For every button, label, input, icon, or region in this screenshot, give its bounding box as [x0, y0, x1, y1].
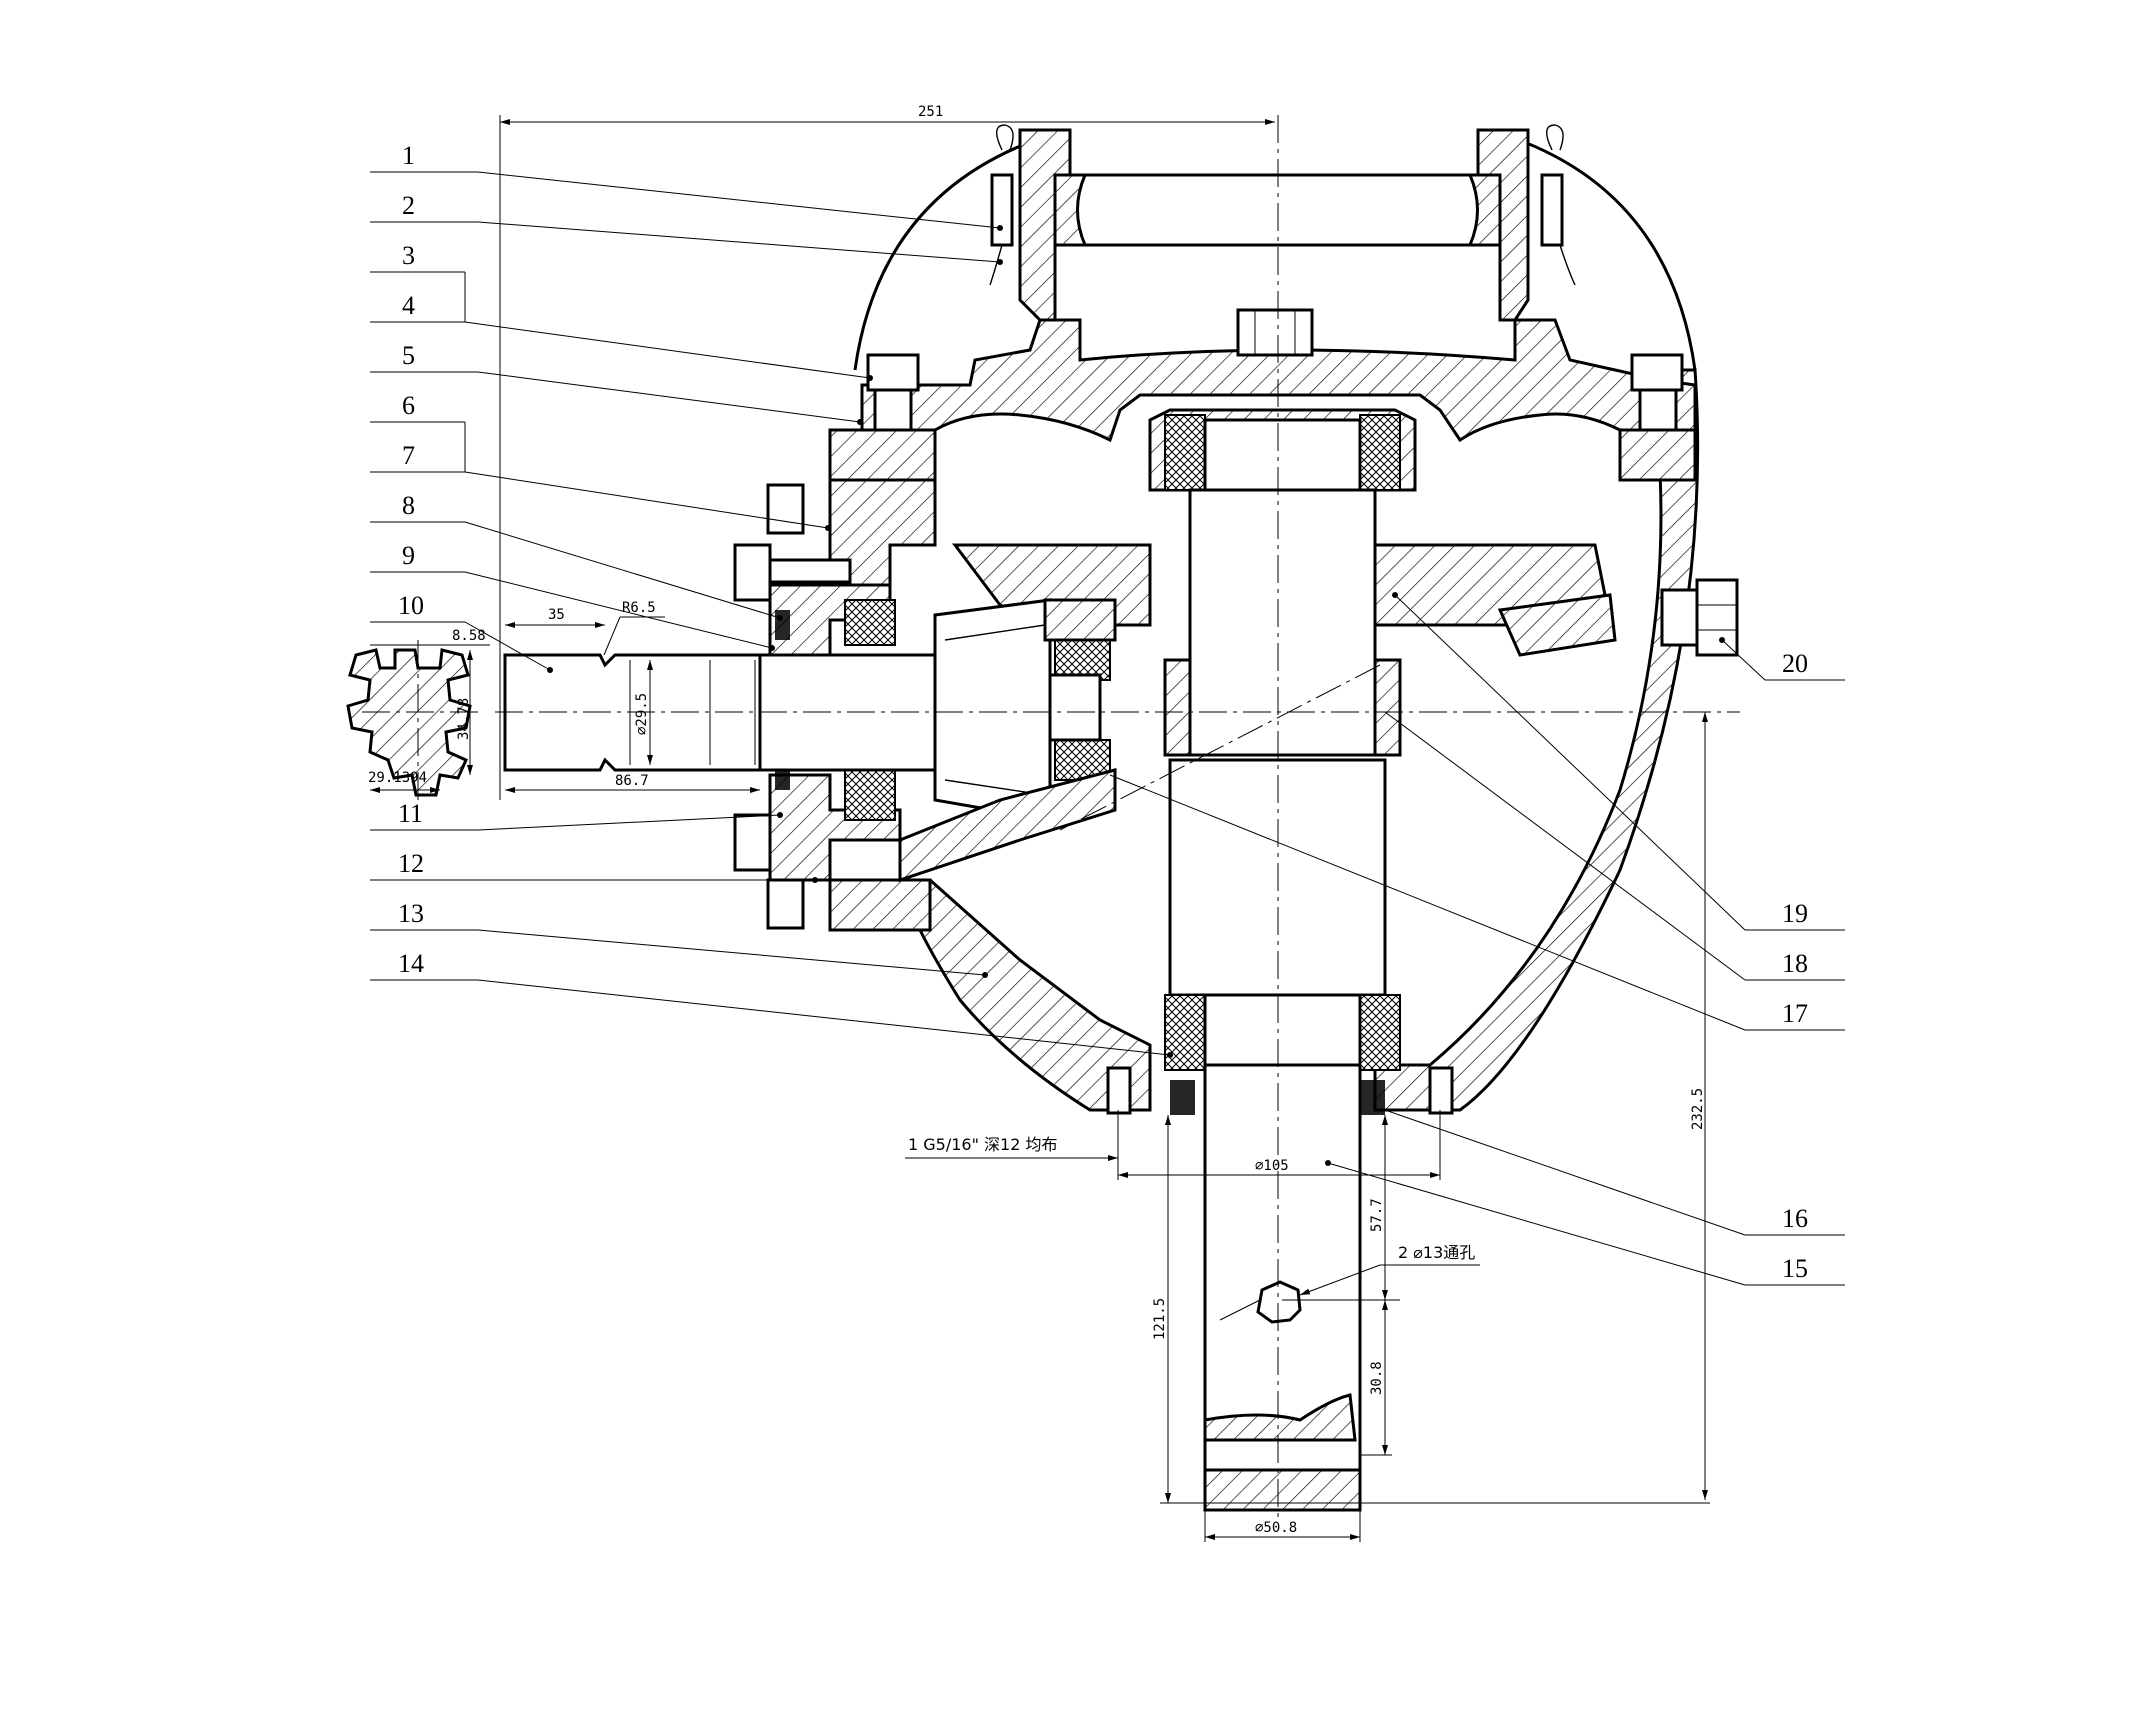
part-label-20: 20: [1782, 649, 1808, 678]
drain-plug: [1660, 578, 1739, 657]
label-9: 9: [370, 541, 775, 651]
dim-308: 30.8: [1369, 1361, 1385, 1395]
label-3: 3: [370, 241, 466, 322]
label-12: 12: [370, 849, 818, 883]
leaders-left: 1 2 3 4 5 6: [370, 141, 1173, 1058]
label-11: 11: [370, 799, 783, 831]
part-label-2: 2: [402, 191, 415, 220]
label-14: 14: [370, 949, 1173, 1058]
label-2: 2: [370, 191, 1003, 265]
label-16: 16: [1384, 1109, 1845, 1236]
dim-3478: 34.78: [456, 698, 472, 740]
part-label-7: 7: [402, 441, 415, 470]
spline-section: [346, 640, 480, 800]
label-19: 19: [1392, 592, 1845, 931]
pin-right: [1540, 173, 1564, 247]
dimensions: 251 35 R6.5 8.58 34.78 29.1394 ⌀29.5 86.…: [368, 104, 1710, 1542]
part-label-13: 13: [398, 899, 424, 928]
cross-hole: [1256, 1280, 1302, 1324]
dim-291394: 29.1394: [368, 770, 427, 786]
dim-867: 86.7: [615, 773, 649, 789]
part-label-18: 18: [1782, 949, 1808, 978]
part-label-17: 17: [1782, 999, 1808, 1028]
part-label-5: 5: [402, 341, 415, 370]
bolt-head-tl: [866, 353, 920, 392]
label-5: 5: [370, 341, 863, 425]
part-label-1: 1: [402, 141, 415, 170]
dim-105: ⌀105: [1255, 1158, 1289, 1174]
part-label-12: 12: [398, 849, 424, 878]
dim-251: 251: [918, 104, 943, 120]
label-15: 15: [1325, 1160, 1845, 1286]
vertical-shaft-assembly: [952, 408, 1617, 1512]
part-label-3: 3: [402, 241, 415, 270]
label-10: 10: [370, 591, 553, 673]
part-label-16: 16: [1782, 1204, 1808, 1233]
input-shaft-assembly: [503, 478, 1117, 932]
dim-holes: 2 ⌀13通孔: [1398, 1243, 1475, 1262]
dim-thread: 1 G5/16" 深12 均布: [908, 1135, 1058, 1154]
label-13: 13: [370, 899, 988, 978]
part-label-10: 10: [398, 591, 424, 620]
label-7: 7: [370, 441, 831, 531]
part-label-14: 14: [398, 949, 424, 978]
dim-858: 8.58: [452, 628, 486, 644]
dim-508: ⌀50.8: [1255, 1520, 1297, 1536]
label-18: 18: [1384, 711, 1845, 981]
part-label-9: 9: [402, 541, 415, 570]
part-label-4: 4: [402, 291, 415, 320]
part-label-19: 19: [1782, 899, 1808, 928]
label-20: 20: [1719, 637, 1845, 681]
label-4: 4: [370, 291, 873, 381]
label-1: 1: [370, 141, 1003, 231]
dim-35: 35: [548, 607, 565, 623]
centerlines: [495, 115, 1740, 1520]
dim-577: 57.7: [1369, 1198, 1385, 1232]
part-label-11: 11: [398, 799, 423, 828]
label-8: 8: [370, 491, 783, 621]
dim-2325: 232.5: [1690, 1088, 1706, 1130]
part-label-15: 15: [1782, 1254, 1808, 1283]
label-6: 6: [370, 391, 466, 472]
dim-295: ⌀29.5: [634, 693, 650, 735]
label-17: 17: [1109, 774, 1845, 1031]
part-label-6: 6: [402, 391, 415, 420]
pin-left: [990, 173, 1014, 247]
part-label-8: 8: [402, 491, 415, 520]
bolt-head-tr: [1630, 353, 1684, 392]
leaders-right: 20 19 18 17 16 15: [1109, 592, 1845, 1286]
dim-r65: R6.5: [622, 600, 656, 616]
dim-1215: 121.5: [1152, 1298, 1168, 1340]
